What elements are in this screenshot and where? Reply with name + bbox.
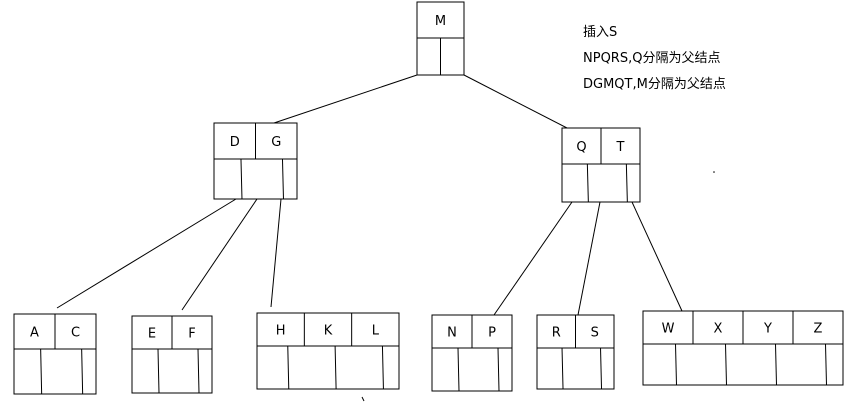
edge-qt-rs	[577, 201, 601, 316]
leaf-node-3-pointer-separator	[497, 347, 500, 392]
leaf-node-4-pointer-separator	[600, 347, 603, 390]
internal-node-1-pointer-separator	[586, 163, 589, 203]
leaf-node-5-pointer-separator	[725, 343, 727, 386]
edge-dg-ef	[181, 198, 258, 311]
leaf-node-3-key: N	[447, 326, 457, 341]
leaf-node-4-key: S	[591, 326, 599, 341]
leaf-node-5-pointer-separator	[825, 343, 827, 386]
leaf-node-2-key: K	[324, 324, 333, 339]
leaf-node-5-key: Z	[814, 322, 823, 337]
leaf-node-0-key: A	[30, 326, 39, 341]
stray-mark	[361, 396, 365, 402]
leaf-node-4-pointer-separator	[561, 347, 564, 390]
leaf-node-0-pointer-separator	[40, 348, 43, 395]
root-node-key: M	[435, 14, 446, 29]
leaf-node-2-key: H	[276, 324, 286, 339]
leaf-node-2	[256, 312, 400, 390]
leaf-node-5-pointer-separator	[675, 343, 677, 386]
leaf-node-5-key: Y	[763, 322, 772, 337]
leaf-node-5-key: X	[714, 322, 723, 337]
leaf-node-2-pointer-separator	[381, 345, 384, 390]
edge-root-left	[273, 74, 418, 124]
internal-node-0-key: G	[271, 135, 281, 150]
leaf-node-1-pointer-separator	[197, 348, 200, 394]
edge-qt-np	[493, 201, 573, 316]
leaf-node-2-pointer-separator	[334, 345, 337, 390]
leaf-node-3-pointer-separator	[457, 347, 460, 392]
stray-mark	[713, 171, 715, 173]
edge-dg-ac	[56, 198, 237, 309]
note-line-2: NPQRS,Q分隔为父结点	[583, 51, 721, 66]
leaf-node-2-key: L	[372, 324, 380, 339]
leaf-node-5-key: W	[662, 322, 675, 337]
edge-root-right	[463, 74, 568, 129]
note-line-1: 插入S	[583, 25, 618, 40]
internal-node-1-key: T	[616, 140, 625, 155]
leaf-node-1-key: F	[188, 327, 195, 342]
internal-node-1-key: Q	[576, 140, 586, 155]
internal-node-1-pointer-separator	[625, 163, 628, 203]
internal-node-0-key: D	[230, 135, 240, 150]
leaf-node-4-key: R	[552, 326, 561, 341]
internal-node-0-pointer-separator	[281, 158, 284, 200]
leaf-node-0-key: C	[71, 326, 80, 341]
leaf-node-1-pointer-separator	[157, 348, 160, 394]
leaf-node-2-pointer-separator	[287, 345, 290, 390]
note-line-3: DGMQT,M分隔为父结点	[583, 77, 726, 92]
leaf-node-1-key: E	[148, 327, 156, 342]
leaf-node-0-pointer-separator	[81, 348, 84, 395]
internal-node-0-pointer-separator	[240, 158, 243, 200]
edge-dg-hkl	[270, 198, 282, 308]
leaf-node-5-pointer-separator	[775, 343, 777, 386]
edge-qt-wxyz	[631, 201, 683, 312]
leaf-node-3-key: P	[488, 326, 496, 341]
